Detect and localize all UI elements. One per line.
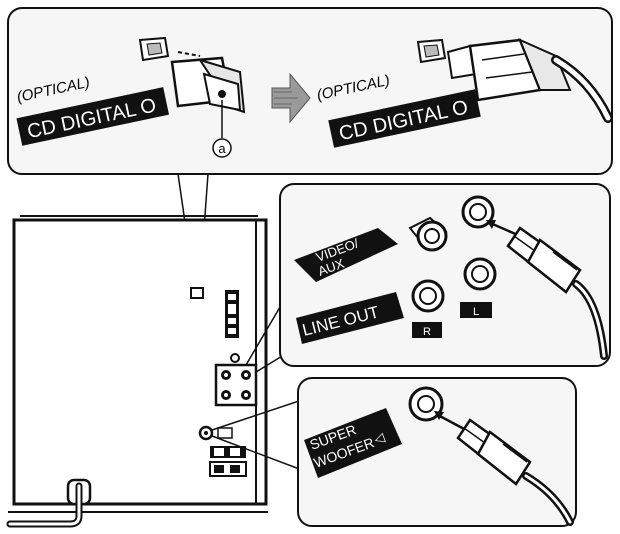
device-rear — [6, 215, 268, 528]
channel-r-label: R — [412, 322, 442, 338]
optical-jack-left — [138, 36, 170, 62]
insert-arrow-head — [486, 220, 496, 229]
subwoofer-jack — [198, 425, 233, 441]
svg-text:L: L — [473, 306, 479, 318]
removal-arrow — [177, 51, 201, 57]
speaker-terminals — [209, 446, 247, 477]
callout-a: a — [218, 141, 226, 156]
sw-leader-line-1 — [211, 399, 303, 431]
optical-jack-right — [416, 38, 447, 64]
subwoofer-panel-frame — [297, 377, 577, 527]
rear-small-jack — [230, 353, 240, 363]
rca-jack-bottom-right — [463, 257, 497, 291]
rear-label-strip — [225, 290, 239, 338]
optical-port — [190, 287, 204, 299]
power-cord-icon — [6, 478, 92, 528]
optical-panel: (OPTICAL) CD DIGITAL O a — [7, 7, 613, 175]
channel-l-label: L — [460, 302, 492, 318]
optical-plug-icon — [446, 38, 613, 123]
rca-jack-bottom-left — [411, 279, 445, 313]
rca-jack-top-right — [461, 195, 495, 229]
line-panel: VIDEO/ AUX LINE OUT R — [279, 183, 611, 367]
protective-cap-icon — [170, 56, 246, 114]
rca-jack-top-left — [408, 216, 448, 252]
subwoofer-plug-icon — [456, 418, 574, 526]
rca-plug-icon — [506, 226, 608, 360]
mono-speaker-icon: ◁ — [372, 429, 387, 447]
subwoofer-rca-jack — [408, 386, 444, 422]
sw-leader-line-2 — [211, 435, 303, 471]
svg-text:R: R — [423, 326, 431, 338]
rca-jack-block — [214, 363, 258, 407]
transition-arrow-icon — [271, 72, 311, 124]
callout-circle — [212, 138, 232, 158]
sw-insert-arrow-head — [434, 411, 444, 420]
subwoofer-panel: SUPER WOOFER ◁ — [297, 377, 577, 527]
